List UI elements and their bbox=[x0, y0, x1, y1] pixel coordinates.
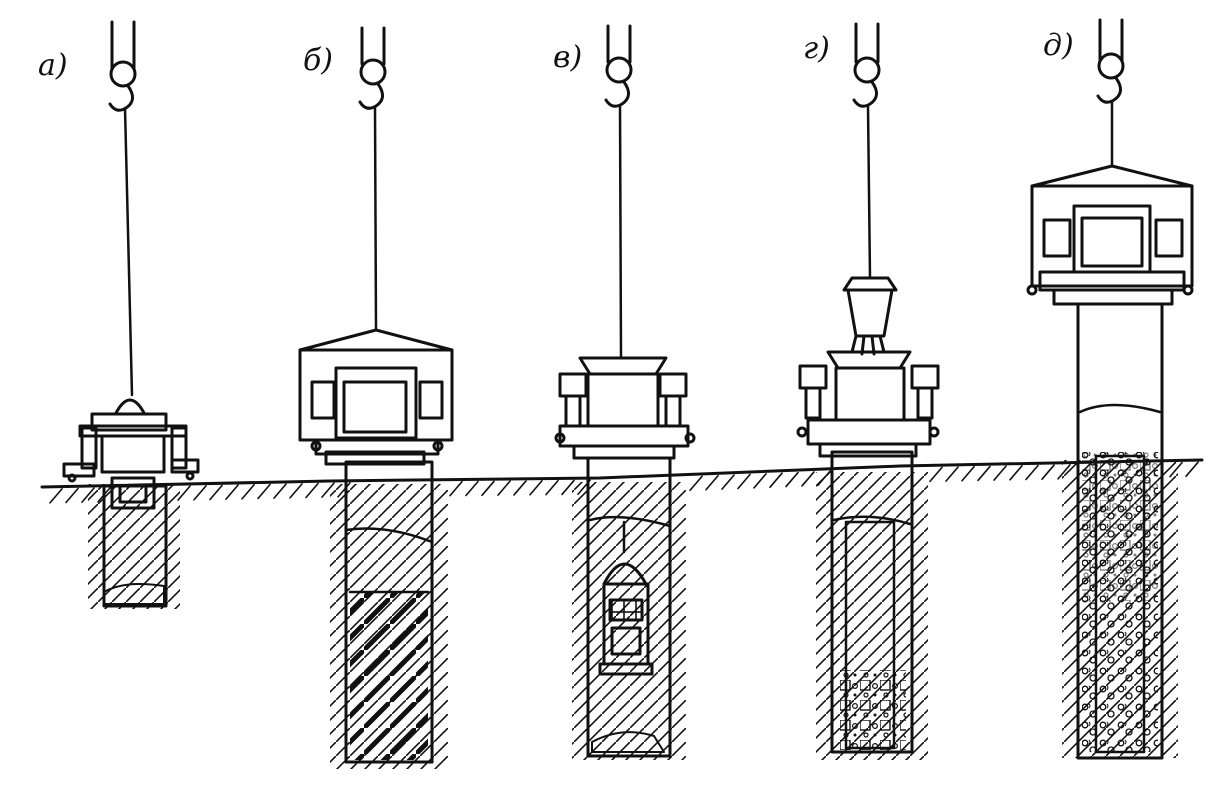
ground-hatch-tick bbox=[801, 471, 815, 487]
crane-cable bbox=[618, 104, 623, 360]
ground-hatch-tick bbox=[449, 480, 463, 497]
stage-a: а) bbox=[38, 20, 200, 609]
ground-hatch-tick bbox=[273, 483, 287, 499]
ground-hatch-tick bbox=[721, 474, 735, 490]
crane-cable bbox=[123, 106, 134, 397]
well-shaft-d bbox=[1062, 302, 1178, 760]
stage-label-b: б) bbox=[303, 43, 333, 78]
vibrator-frame-large bbox=[1026, 164, 1194, 306]
ground-hatch-tick bbox=[241, 484, 255, 500]
crane-hook-icon bbox=[108, 20, 137, 112]
well-shaft-g bbox=[816, 450, 928, 760]
ground-hatch-tick bbox=[289, 483, 303, 499]
ground-hatch-tick bbox=[753, 473, 767, 489]
ground-hatch-tick bbox=[529, 479, 543, 496]
ground-hatch-tick bbox=[513, 480, 527, 496]
ground-hatch-tick bbox=[65, 487, 79, 504]
ground-hatch-tick bbox=[993, 465, 1007, 481]
stage-label-a: а) bbox=[38, 48, 68, 83]
stage-g: г) bbox=[796, 22, 940, 760]
ground-hatch-tick bbox=[545, 479, 559, 496]
ground-hatch-tick bbox=[769, 472, 783, 489]
stage-label-d: д) bbox=[1043, 28, 1074, 63]
ground-hatch-tick bbox=[1185, 461, 1199, 478]
ground-hatch-tick bbox=[705, 474, 719, 491]
ground-hatch-tick bbox=[1025, 464, 1039, 481]
ground-hatch-tick bbox=[225, 484, 239, 500]
ground-hatch-tick bbox=[497, 480, 511, 496]
stage-label-v: в) bbox=[553, 40, 582, 75]
crane-hook-icon bbox=[358, 26, 387, 110]
stage-b: б) bbox=[298, 26, 454, 769]
well-shaft-a bbox=[88, 484, 180, 609]
concrete-fill bbox=[838, 670, 906, 750]
vibrator-unit bbox=[796, 350, 940, 458]
ground-hatch-tick bbox=[305, 482, 319, 499]
ground-hatch-tick bbox=[977, 465, 991, 482]
ground-hatch-tick bbox=[193, 485, 207, 501]
stage-d: д) bbox=[1026, 18, 1194, 760]
ground-hatch-tick bbox=[209, 484, 223, 501]
crane-hook-icon bbox=[1096, 18, 1125, 104]
shell-core-unit bbox=[598, 562, 654, 676]
ground-hatch-tick bbox=[737, 473, 751, 490]
ground-hatch-tick bbox=[465, 480, 479, 497]
well-shaft-v bbox=[572, 456, 686, 760]
ground-hatch-tick bbox=[481, 480, 495, 497]
ground-hatch-tick bbox=[785, 471, 799, 488]
ground-hatch-tick bbox=[49, 488, 63, 504]
ground-hatch-tick bbox=[945, 466, 959, 482]
ground-hatch-tick bbox=[961, 465, 975, 482]
stage-v: в) bbox=[553, 24, 696, 760]
concrete-hopper bbox=[842, 276, 898, 356]
crane-cable bbox=[866, 104, 872, 280]
vibrator-frame-large bbox=[298, 328, 454, 466]
ground-hatch-tick bbox=[689, 475, 703, 492]
ground-hatch-tick bbox=[929, 466, 943, 483]
vibrator-unit bbox=[554, 356, 696, 460]
ground-hatch-tick bbox=[257, 483, 271, 500]
stage-label-g: г) bbox=[803, 31, 830, 66]
well-shaft-b bbox=[330, 460, 448, 769]
ground-line bbox=[40, 458, 1204, 489]
ground-hatch-tick bbox=[1009, 465, 1023, 481]
crane-cable bbox=[373, 106, 378, 332]
crane-hook-icon bbox=[852, 22, 881, 108]
ground-hatch-tick bbox=[1041, 464, 1055, 480]
crane-hook-icon bbox=[604, 24, 633, 108]
